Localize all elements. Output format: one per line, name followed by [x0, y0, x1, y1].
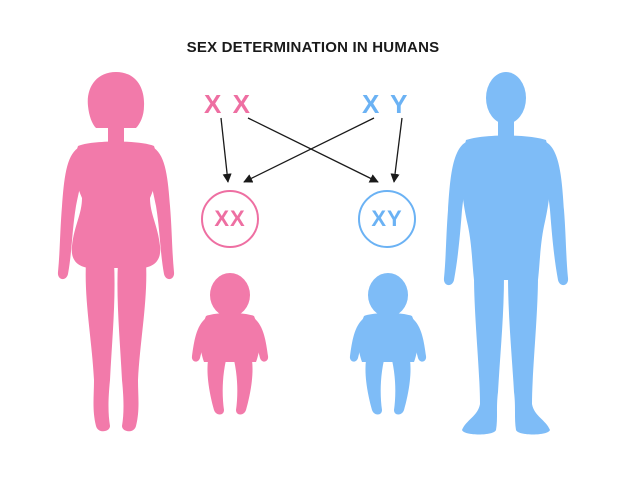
inheritance-arrows [220, 117, 403, 183]
man-silhouette [443, 72, 569, 435]
father-chromosomes: X Y [362, 89, 410, 119]
female-genotype-circle: XX [201, 190, 259, 248]
baby-girl-silhouette [191, 273, 269, 415]
baby-boy-silhouette [349, 273, 427, 415]
female-genotype-label: XX [214, 206, 246, 231]
arrow-mother-x-to-xx [220, 117, 232, 183]
male-genotype-label: XY [371, 206, 403, 231]
arrow-father-x-to-xx [243, 117, 375, 183]
diagram-title: SEX DETERMINATION IN HUMANS [186, 39, 440, 56]
arrow-mother-x-to-xy [247, 117, 379, 183]
arrow-father-y-to-xy [390, 117, 403, 183]
mother-chromosomes: X X [204, 89, 252, 119]
woman-silhouette [57, 72, 175, 432]
male-genotype-circle: XY [358, 190, 416, 248]
